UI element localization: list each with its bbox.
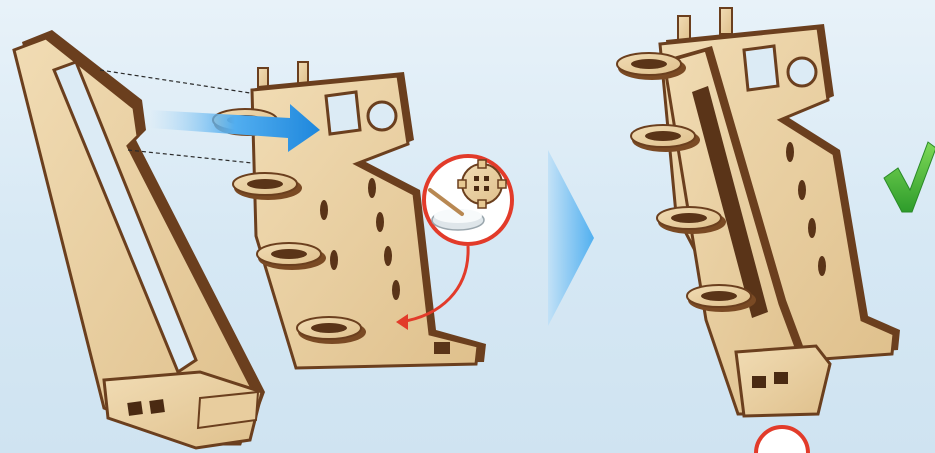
- cropped-callout-icon: [756, 427, 808, 453]
- long-side-frame: [14, 30, 265, 448]
- next-step-chevron-icon: [548, 150, 594, 326]
- correct-checkmark-icon: [884, 142, 935, 212]
- assembled-result: [617, 8, 900, 416]
